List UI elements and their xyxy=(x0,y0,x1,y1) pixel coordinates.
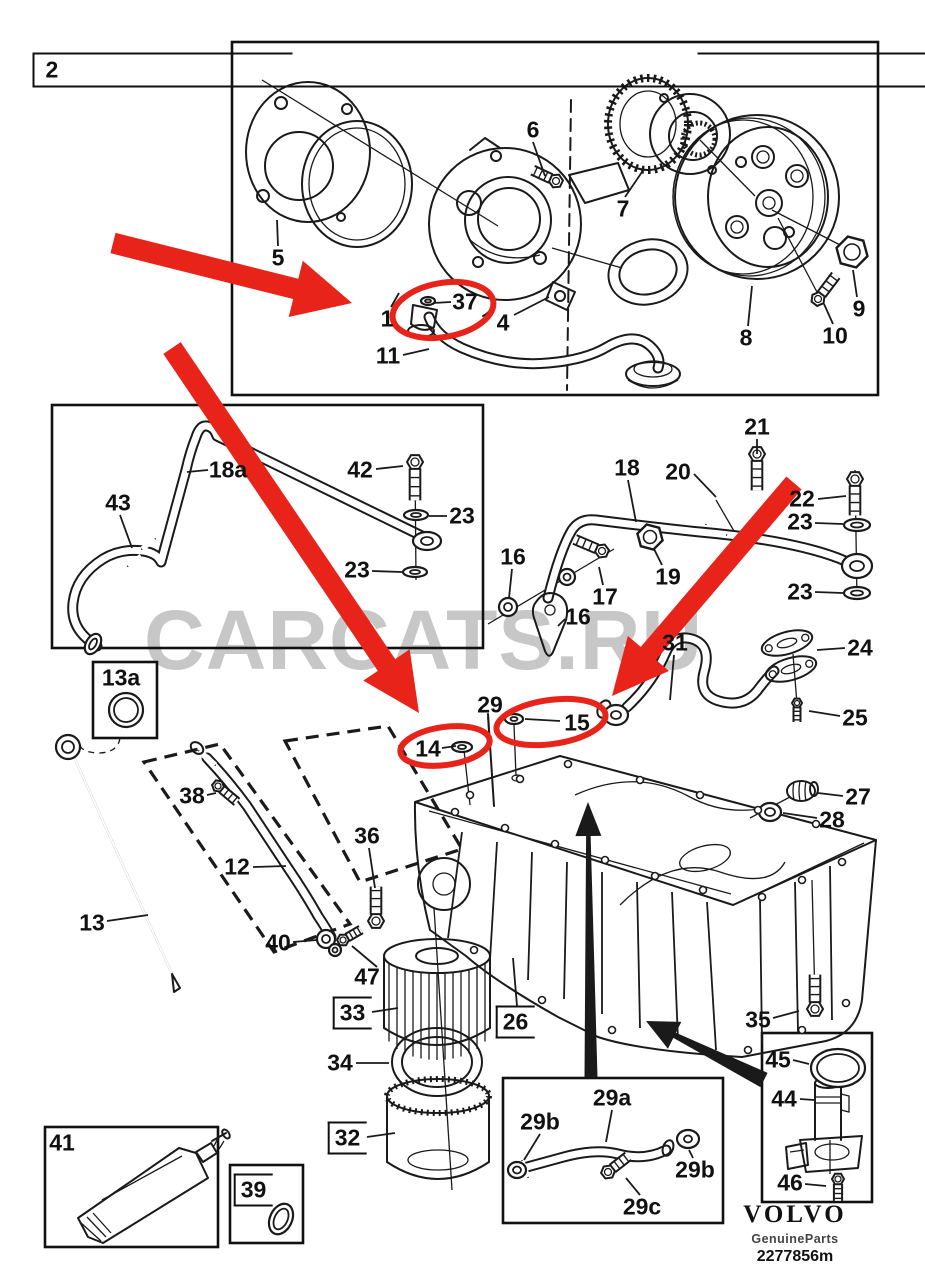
part-label-19-25: 19 xyxy=(655,563,681,590)
callout-leader-lines xyxy=(106,141,858,1196)
part-label-13a-32: 13a xyxy=(101,664,141,691)
pointer-arrow-0 xyxy=(575,802,602,1078)
frame-boxes xyxy=(43,40,880,1249)
part-label-46-48: 46 xyxy=(777,1169,803,1196)
part-label-27-43: 27 xyxy=(845,783,871,810)
part-label-5-1: 5 xyxy=(271,244,285,271)
oil-pipe-18-drawing xyxy=(487,469,860,819)
part-label-29-30: 29 xyxy=(477,691,503,718)
watermark-text: CARCATS.RU xyxy=(144,593,704,687)
part-label-35-45: 35 xyxy=(745,1006,771,1033)
annotation-overlays xyxy=(110,232,802,1088)
part-label-41-49: 41 xyxy=(49,1129,75,1156)
part-label-21-18: 21 xyxy=(744,413,770,440)
highlight-arrow-1 xyxy=(163,342,419,713)
part-label-33-39: 33 xyxy=(332,996,372,1030)
part-label-11-10: 11 xyxy=(375,342,401,369)
part-label-18-16: 18 xyxy=(614,454,640,481)
part-label-6-2: 6 xyxy=(526,116,540,143)
part-label-31-26: 31 xyxy=(662,629,688,656)
part-label-23-21: 23 xyxy=(787,578,813,605)
part-label-10-6: 10 xyxy=(822,322,848,349)
part-label-1-7: 1 xyxy=(380,305,394,332)
part-label-17-23: 17 xyxy=(592,583,618,610)
highlight-ellipse-0 xyxy=(389,278,497,342)
part-label-8-4: 8 xyxy=(739,324,753,351)
part-label-28-44: 28 xyxy=(819,806,845,833)
part-label-14-31: 14 xyxy=(415,735,441,762)
part-label-29a-51: 29a xyxy=(592,1084,632,1111)
oil-level-sensor-drawing xyxy=(785,1077,863,1174)
part-label-22-19: 22 xyxy=(789,485,815,512)
diagram-part-number: 2277856m xyxy=(756,1248,834,1265)
part-label-34-41: 34 xyxy=(327,1049,353,1076)
sealant-tube-drawing xyxy=(77,1128,231,1244)
part-label-16-24: 16 xyxy=(565,603,591,630)
part-label-18a-11: 18a xyxy=(208,456,248,483)
pointer-arrow-1 xyxy=(646,1021,768,1088)
part-label-36-37: 36 xyxy=(354,822,380,849)
part-label-4-9: 4 xyxy=(496,309,510,336)
part-label-37-8: 37 xyxy=(452,288,478,315)
part-label-45-46: 45 xyxy=(765,1046,791,1073)
part-label-23-15: 23 xyxy=(344,556,370,583)
oil-pump-assembly-drawing xyxy=(245,74,847,389)
part-label-32-42: 32 xyxy=(327,1121,367,1155)
part-label-42-13: 42 xyxy=(347,456,373,483)
part-label-7-3: 7 xyxy=(616,195,630,222)
part-label-29b-53: 29b xyxy=(675,1156,715,1183)
part-label-44-47: 44 xyxy=(771,1085,797,1112)
part-label-23-20: 23 xyxy=(787,508,813,535)
dipstick-and-tube-drawing xyxy=(73,724,465,993)
part-label-40-36: 40 xyxy=(265,929,291,956)
part-label-29b-52: 29b xyxy=(520,1108,560,1135)
footer-block: VOLVO GenuineParts 2277856m xyxy=(734,1201,856,1266)
part-label-24-27: 24 xyxy=(847,634,873,661)
part-label-15-29: 15 xyxy=(564,709,590,736)
part-label-47-38: 47 xyxy=(354,963,380,990)
generated-hardware xyxy=(54,165,874,1236)
highlight-arrow-0 xyxy=(110,232,352,318)
part-label-25-28: 25 xyxy=(842,704,868,731)
part-label-39-50: 39 xyxy=(233,1173,273,1207)
volvo-logo: VOLVO xyxy=(743,1201,847,1228)
part-label-16-22: 16 xyxy=(500,543,526,570)
part-label-13-35: 13 xyxy=(79,909,105,936)
part-label-29c-54: 29c xyxy=(622,1193,662,1220)
part-label-43-12: 43 xyxy=(105,489,131,516)
part-label-26-40: 26 xyxy=(495,1005,535,1039)
part-label-23-14: 23 xyxy=(449,502,475,529)
highlight-arrow-2 xyxy=(612,476,802,696)
genuine-parts-text: GenuineParts xyxy=(751,1232,839,1246)
part-label-20-17: 20 xyxy=(665,458,691,485)
highlight-ellipse-2 xyxy=(493,695,609,749)
part-label-12-34: 12 xyxy=(224,853,250,880)
part-label-9-5: 9 xyxy=(852,295,866,322)
part-label-38-33: 38 xyxy=(179,782,205,809)
highlight-ellipse-1 xyxy=(397,723,493,769)
part-label-2-0: 2 xyxy=(32,51,925,88)
